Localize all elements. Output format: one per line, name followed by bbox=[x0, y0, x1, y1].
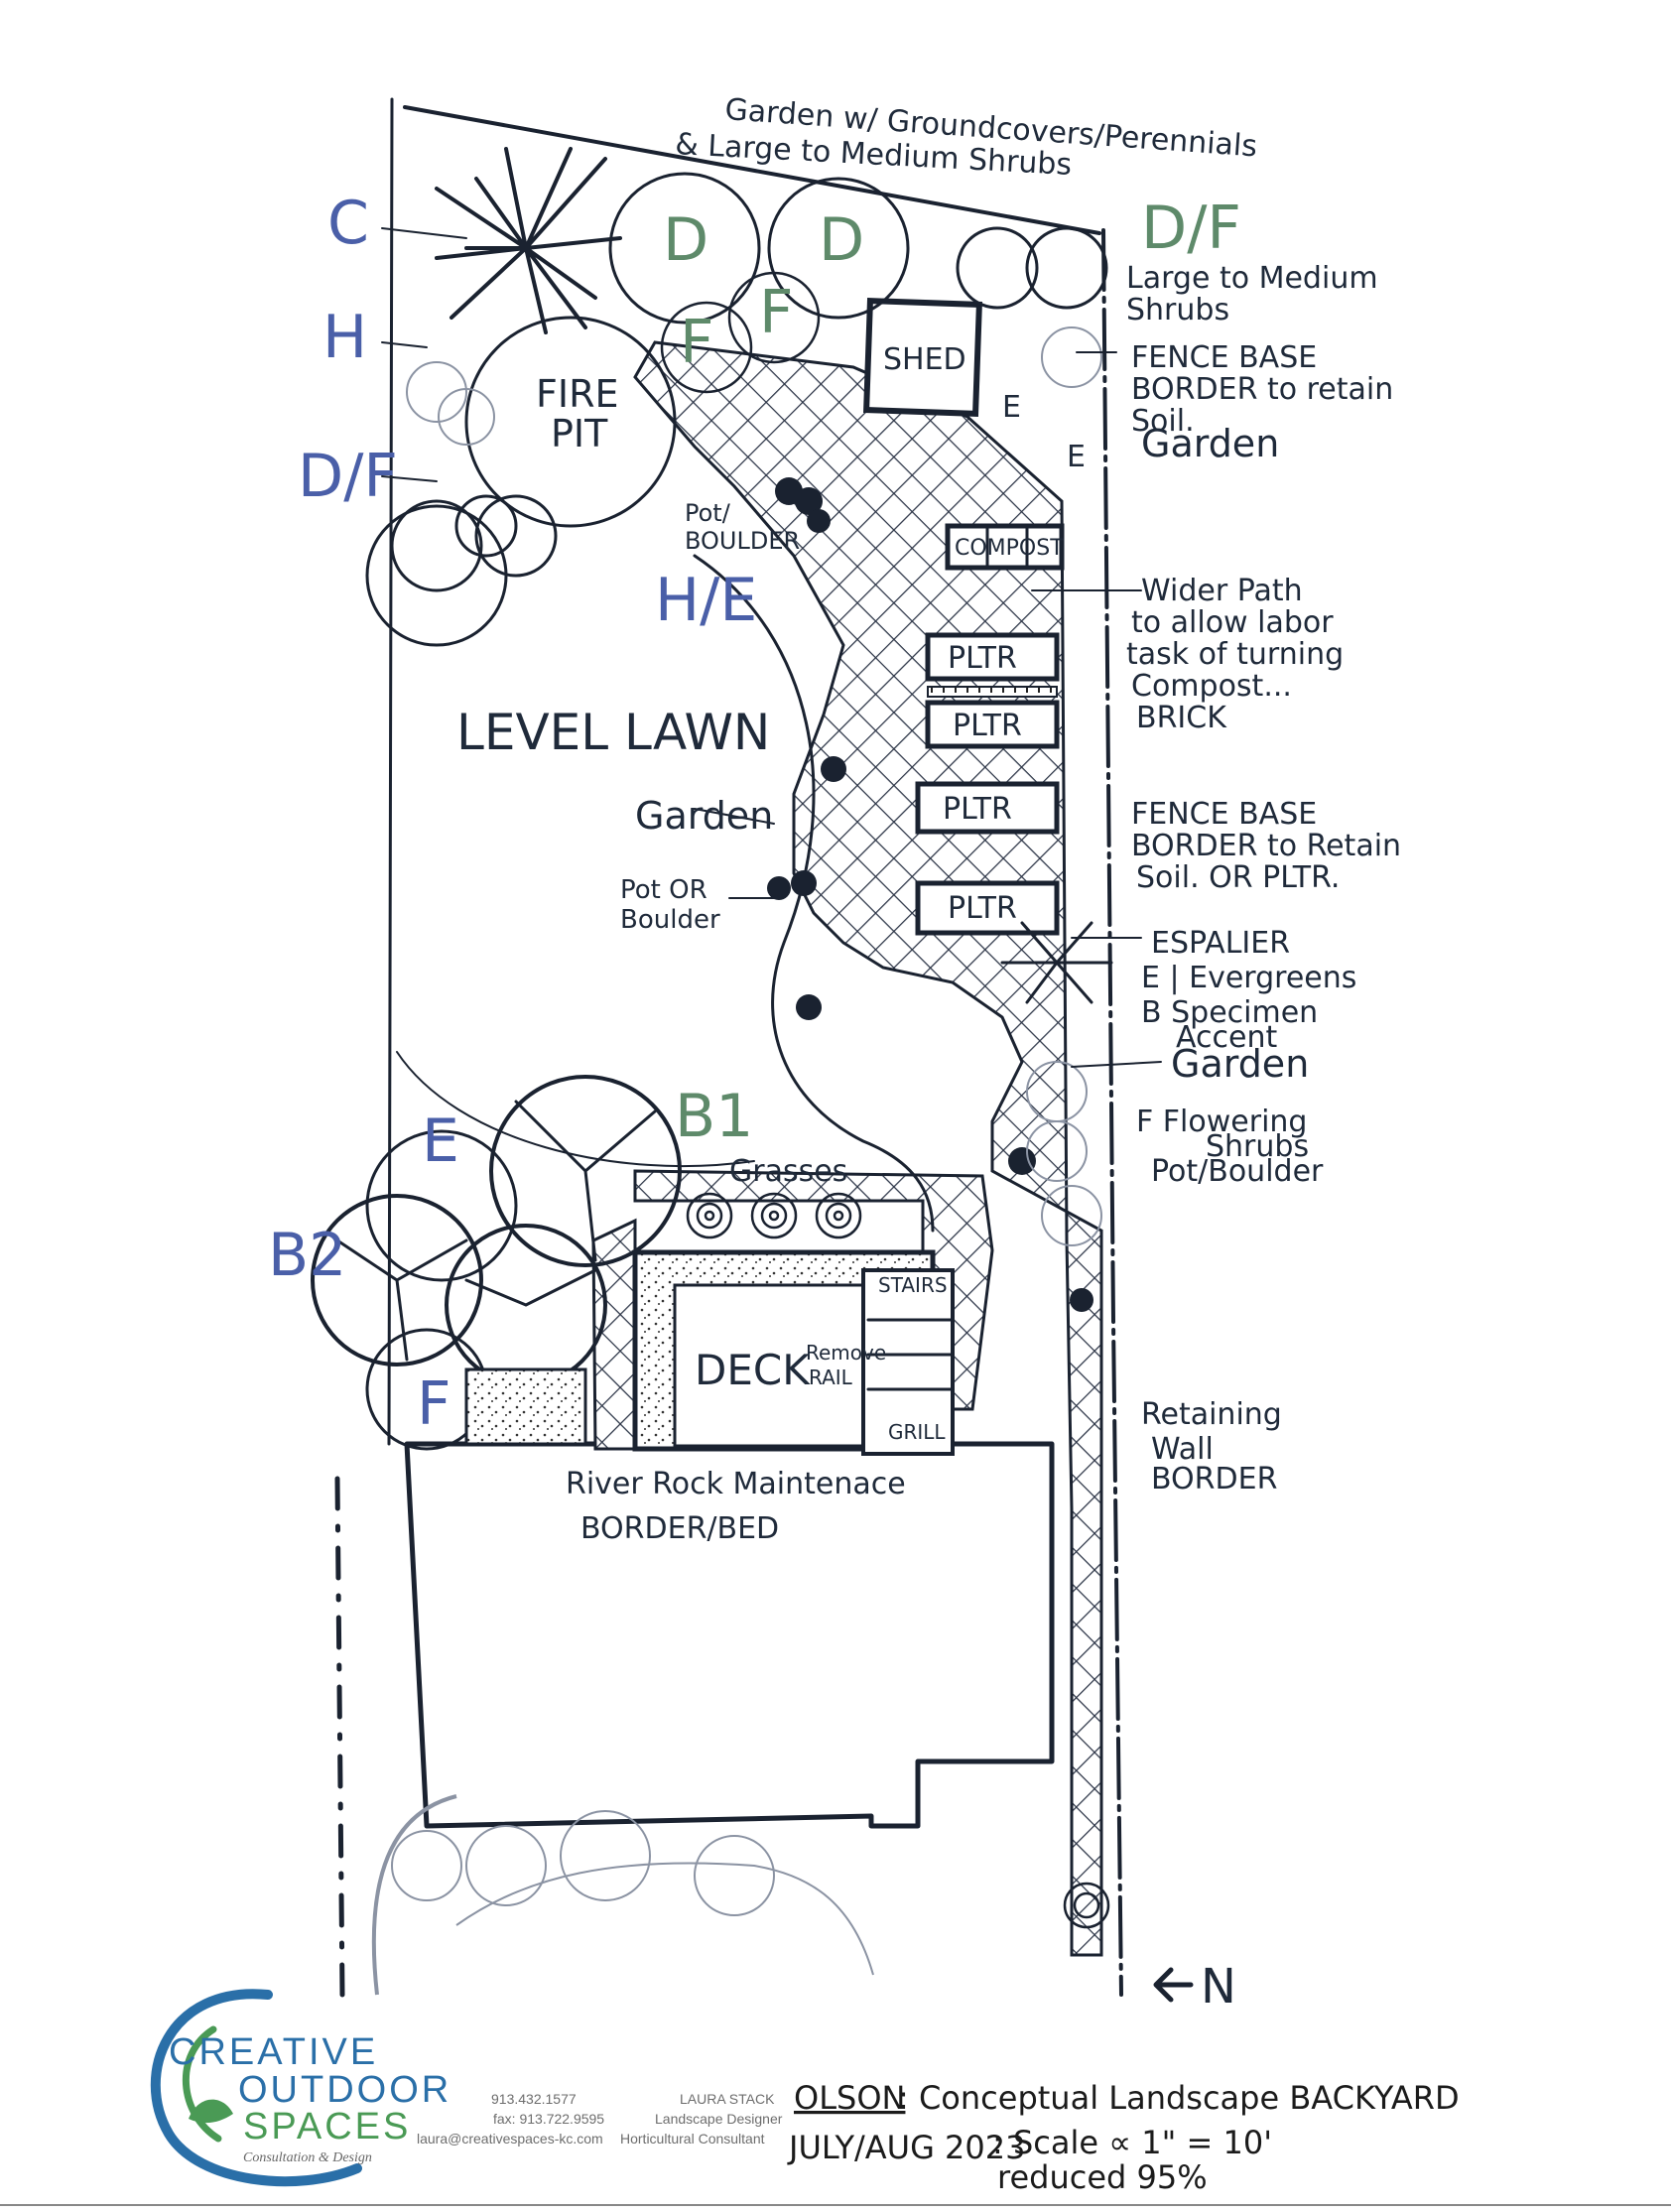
label-wider-path-2: to allow labor bbox=[1131, 605, 1334, 640]
label-flowering-2: Shrubs bbox=[1206, 1129, 1309, 1164]
label-compost: COMPOST bbox=[955, 536, 1064, 561]
label-pltr-4: PLTR bbox=[948, 891, 1017, 926]
label-wider-path-4: Compost... bbox=[1131, 669, 1292, 704]
label-stairs: STAIRS bbox=[878, 1273, 948, 1297]
label-evergreens: E | Evergreens bbox=[1141, 961, 1356, 995]
label-garden-top-right: Garden bbox=[1141, 422, 1279, 465]
label-pltr-1: PLTR bbox=[948, 641, 1017, 676]
label-df-right: D/F bbox=[1141, 194, 1241, 263]
label-pot-boulder-2: BOULDER bbox=[685, 527, 800, 555]
north-arrow bbox=[1153, 1967, 1194, 2003]
deck bbox=[632, 1249, 955, 1456]
label-pot-boulder-1: Pot/ bbox=[685, 499, 731, 527]
property-boundary bbox=[334, 97, 1123, 1998]
label-garden-mid: Garden bbox=[635, 794, 773, 838]
title-text: : Conceptual Landscape BACKYARD bbox=[898, 2079, 1460, 2117]
designer-title-1: Landscape Designer bbox=[655, 2111, 783, 2127]
key-e-small-2: E bbox=[1067, 440, 1086, 474]
key-df-left: D/F bbox=[298, 442, 398, 511]
key-e-left: E bbox=[422, 1106, 459, 1176]
label-fence-base-1: FENCE BASE bbox=[1131, 340, 1317, 375]
spiky-tree-c bbox=[435, 147, 622, 334]
label-large-medium-2: Shrubs bbox=[1126, 293, 1229, 327]
label-remove-rail-1: Remove bbox=[806, 1341, 886, 1365]
lawn-edge bbox=[693, 554, 935, 1233]
label-retaining-2: Wall bbox=[1151, 1432, 1214, 1467]
front-yard-plantings bbox=[371, 1794, 874, 1996]
label-level-lawn: LEVEL LAWN bbox=[456, 704, 770, 761]
key-he: H/E bbox=[655, 566, 757, 635]
label-retaining-1: Retaining bbox=[1141, 1397, 1282, 1432]
label-fire-pit-2: PIT bbox=[551, 412, 608, 455]
label-grasses: Grasses bbox=[729, 1154, 847, 1189]
label-fence-base-2: BORDER to retain bbox=[1131, 372, 1393, 407]
river-rock-bed bbox=[464, 1367, 587, 1446]
fire-pit bbox=[464, 316, 677, 528]
key-d2: D bbox=[819, 205, 864, 275]
label-flowering-3: Pot/Boulder bbox=[1151, 1154, 1324, 1189]
label-espalier: ESPALIER bbox=[1151, 926, 1290, 961]
title-client: OLSON bbox=[794, 2079, 905, 2117]
label-river-rock-1: River Rock Maintenace bbox=[566, 1467, 906, 1501]
label-fence-base2-3: Soil. OR PLTR. bbox=[1136, 860, 1340, 895]
contact-phone: 913.432.1577 bbox=[491, 2091, 577, 2107]
label-garden-right-mid: Garden bbox=[1171, 1042, 1309, 1086]
label-fence-base2-2: BORDER to Retain bbox=[1131, 829, 1401, 863]
key-d1: D bbox=[663, 205, 708, 275]
trees-top-left bbox=[365, 361, 558, 647]
designer-name: LAURA STACK bbox=[680, 2091, 775, 2107]
title-reduced: reduced 95% bbox=[997, 2158, 1208, 2196]
contact-email: laura@creativespaces-kc.com bbox=[417, 2131, 603, 2147]
label-retaining-3: BORDER bbox=[1151, 1462, 1277, 1496]
label-deck: DECK bbox=[695, 1346, 811, 1394]
label-specimen-1: B Specimen bbox=[1141, 995, 1318, 1030]
planters bbox=[915, 632, 1060, 936]
logo-line3: SPACES bbox=[243, 2106, 411, 2147]
label-specimen-2: Accent bbox=[1176, 1020, 1277, 1055]
key-h: H bbox=[322, 303, 367, 372]
logo-tagline: Consultation & Design bbox=[243, 2150, 372, 2165]
label-pltr-2: PLTR bbox=[953, 709, 1022, 743]
label-large-medium-1: Large to Medium bbox=[1126, 261, 1378, 296]
label-north: N bbox=[1201, 1959, 1236, 2015]
leader-lines bbox=[381, 227, 1162, 1068]
label-fire-pit-1: FIRE bbox=[536, 372, 618, 416]
espalier-shrub bbox=[1000, 921, 1113, 1004]
pots-boulders bbox=[767, 477, 1093, 1312]
logo-line1: CREATIVE bbox=[169, 2031, 378, 2073]
logo-line2: OUTDOOR bbox=[238, 2069, 451, 2111]
label-shed: SHED bbox=[883, 342, 966, 377]
key-f-left: F bbox=[417, 1369, 451, 1439]
compost-box bbox=[945, 523, 1065, 571]
label-pot-or-boulder-2: Boulder bbox=[620, 905, 720, 935]
label-fence-base-3: Soil. bbox=[1131, 404, 1195, 439]
shrubs-right bbox=[1026, 1061, 1102, 1246]
grass-clumps bbox=[686, 1192, 1110, 1929]
shed-outline bbox=[863, 298, 982, 417]
label-wider-path-1: Wider Path bbox=[1141, 574, 1303, 608]
key-f1: F bbox=[680, 308, 714, 377]
label-river-rock-2: BORDER/BED bbox=[580, 1511, 779, 1546]
contact-fax: fax: 913.722.9595 bbox=[493, 2111, 604, 2127]
label-pot-or-boulder-1: Pot OR bbox=[620, 875, 707, 905]
label-wider-path-3: task of turning bbox=[1126, 637, 1344, 672]
key-e-small-1: E bbox=[1002, 390, 1021, 425]
label-fence-base2-1: FENCE BASE bbox=[1131, 797, 1317, 832]
key-c: C bbox=[327, 189, 369, 258]
key-f2: F bbox=[759, 278, 794, 347]
label-grill: GRILL bbox=[888, 1420, 946, 1444]
label-flowering-1: F Flowering bbox=[1136, 1105, 1307, 1139]
label-remove-rail-2: RAIL bbox=[809, 1366, 853, 1389]
label-wider-path-5: BRICK bbox=[1136, 701, 1227, 735]
company-logo: CREATIVE OUTDOOR SPACES Consultation & D… bbox=[150, 1989, 451, 2187]
key-b1: B1 bbox=[675, 1082, 753, 1151]
shrubs-top bbox=[608, 172, 1108, 394]
title-scale: : Scale ∝ 1" = 10' bbox=[992, 2124, 1272, 2161]
title-date: JULY/AUG 2023 bbox=[787, 2129, 1025, 2166]
designer-title-2: Horticultural Consultant bbox=[620, 2131, 765, 2147]
key-b2: B2 bbox=[268, 1221, 346, 1290]
label-pltr-3: PLTR bbox=[943, 792, 1012, 827]
